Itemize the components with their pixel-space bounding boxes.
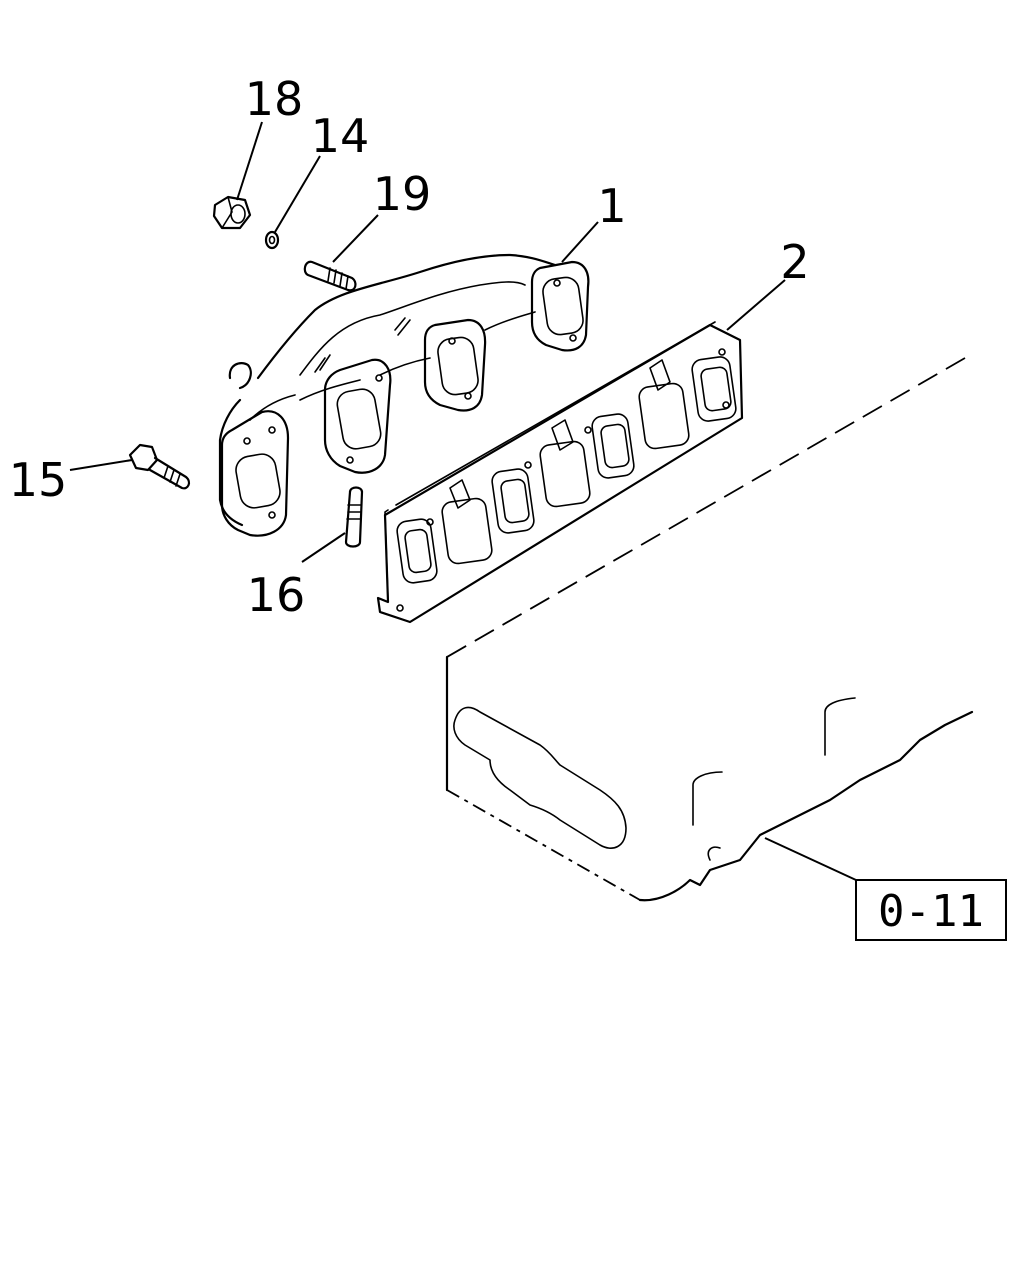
callout-15: 15 (9, 453, 68, 507)
leader-lines (69, 121, 786, 563)
stud-lower (344, 486, 364, 548)
manifold-gasket (376, 321, 744, 624)
nut (212, 195, 252, 230)
callout-2: 2 (780, 235, 809, 289)
bolt (128, 443, 191, 490)
callout-1: 1 (597, 179, 626, 233)
callout-19: 19 (373, 167, 432, 221)
reference-callout: 0-11 (764, 837, 1007, 941)
reference-label: 0-11 (878, 886, 984, 937)
callout-labels: 18 14 19 1 2 15 16 (9, 72, 810, 622)
cylinder-head (445, 357, 974, 902)
callout-16: 16 (247, 568, 306, 622)
callout-14: 14 (311, 109, 370, 163)
washer (264, 230, 280, 250)
exhaust-manifold (218, 253, 590, 537)
callout-18: 18 (245, 72, 304, 126)
stud-upper (303, 260, 357, 292)
